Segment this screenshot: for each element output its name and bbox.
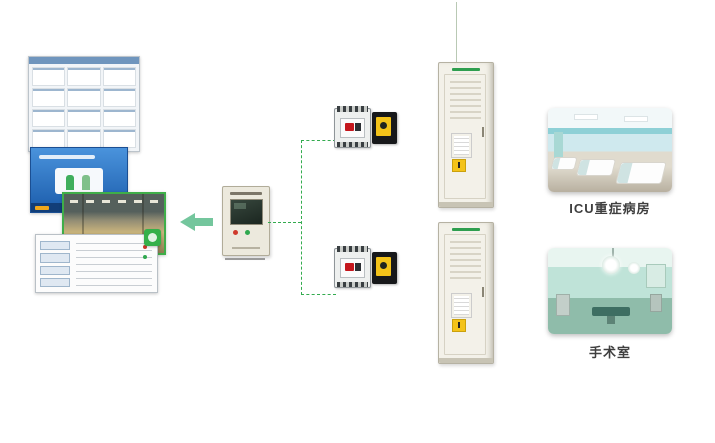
switch-faceplate	[340, 118, 365, 138]
panel-title-text	[230, 192, 262, 195]
medical-equipment	[650, 294, 662, 312]
wall-accent-band	[548, 128, 672, 134]
left-arrow-icon	[180, 213, 213, 231]
icu-ward-label: ICU重症病房	[569, 201, 651, 216]
splash-image-card	[55, 168, 103, 194]
cabinet-handle	[482, 127, 484, 137]
red-indicator-light	[233, 230, 238, 235]
cabinet-vents	[450, 241, 481, 283]
mini-panel	[102, 67, 136, 86]
operating-table	[592, 307, 630, 324]
mini-panel	[32, 87, 66, 107]
mini-panel	[102, 87, 136, 107]
operating-room-label: 手术室	[588, 345, 631, 360]
ceiling-light	[574, 114, 598, 120]
mini-panel	[32, 108, 66, 128]
cabinet-label-sticker	[451, 133, 472, 158]
schematic-block	[40, 241, 70, 251]
brand-logo-icon	[35, 206, 49, 210]
figure-icon	[82, 175, 90, 190]
switch-terminals-bottom	[337, 142, 368, 147]
mini-panel	[32, 67, 66, 86]
meter-yellow-face	[376, 117, 391, 136]
lamp-arm	[612, 248, 614, 258]
schematic-wiring-lines	[76, 243, 152, 286]
connector-panel-to-bus	[268, 222, 301, 223]
monitoring-screen-tables	[28, 56, 140, 152]
panel-indicator-row	[233, 230, 250, 235]
switch-terminals-bottom	[337, 282, 368, 287]
hospital-bed	[575, 159, 617, 176]
panel-display-screen	[230, 199, 263, 225]
hospital-bed	[615, 162, 667, 184]
green-logo-chip	[144, 229, 161, 246]
power-feed-line	[456, 2, 457, 62]
mini-panel	[67, 129, 101, 148]
cabinet-brand-text	[452, 68, 480, 71]
panel-bottom-slot	[232, 247, 260, 249]
splash-title-bar	[39, 155, 95, 159]
arrow-shaft	[194, 218, 213, 226]
schematic-block	[40, 253, 70, 263]
power-cabinet-bottom	[438, 222, 494, 364]
mini-panel	[32, 129, 66, 148]
ceiling-light	[624, 116, 648, 122]
breaker-meter	[372, 252, 397, 284]
schematic-block	[40, 277, 70, 287]
operating-room-photo	[548, 248, 672, 334]
control-panel	[222, 186, 270, 256]
cabinet-label-sticker	[451, 293, 472, 318]
mini-panel	[67, 67, 101, 86]
transfer-switch	[334, 246, 371, 288]
status-dot-green	[143, 255, 147, 259]
surgical-lamp	[602, 256, 620, 274]
connector-to-or-branch	[301, 294, 336, 295]
cabinet-handle	[482, 287, 484, 297]
cabinet-base	[439, 202, 493, 207]
ats-switch-group-top	[334, 103, 400, 149]
medical-equipment	[556, 294, 570, 316]
icu-ward-photo	[548, 108, 672, 192]
switch-faceplate	[340, 258, 365, 278]
status-dot-red	[143, 245, 147, 249]
mini-panel	[67, 87, 101, 107]
green-indicator-light	[245, 230, 250, 235]
cabinet-door	[444, 234, 486, 355]
switch-terminals-top	[337, 246, 368, 252]
breaker-meter	[372, 112, 397, 144]
power-cabinet-top	[438, 62, 494, 208]
wall-panel	[646, 264, 666, 288]
figure-icon	[66, 175, 74, 190]
cabinet-door	[444, 74, 486, 199]
cabinet-brand-text	[452, 228, 480, 231]
screen-titlebar	[29, 57, 139, 64]
cabinet-vents	[450, 81, 481, 123]
arrow-head	[180, 213, 195, 231]
warning-triangle-icon	[452, 319, 466, 332]
schematic-blocks	[40, 241, 70, 287]
hospital-bed	[550, 157, 578, 170]
mini-panel	[67, 108, 101, 128]
ceiling-lights	[70, 200, 158, 203]
cabinet-base	[439, 358, 493, 363]
connector-vertical-bus	[301, 140, 302, 295]
ats-switch-group-bottom	[334, 243, 400, 289]
transfer-switch	[334, 106, 371, 148]
panel-caption-text	[225, 258, 265, 260]
meter-yellow-face	[376, 257, 391, 276]
monitoring-screen-schematic	[35, 234, 158, 293]
schematic-block	[40, 265, 70, 275]
mini-panel	[102, 108, 136, 128]
mini-panel-grid	[32, 67, 136, 148]
mini-panel	[102, 129, 136, 148]
bed-curtain	[554, 132, 563, 158]
surgical-lamp	[628, 262, 640, 274]
switch-terminals-top	[337, 106, 368, 112]
warning-triangle-icon	[452, 159, 466, 172]
connector-to-icu-branch	[301, 140, 336, 141]
